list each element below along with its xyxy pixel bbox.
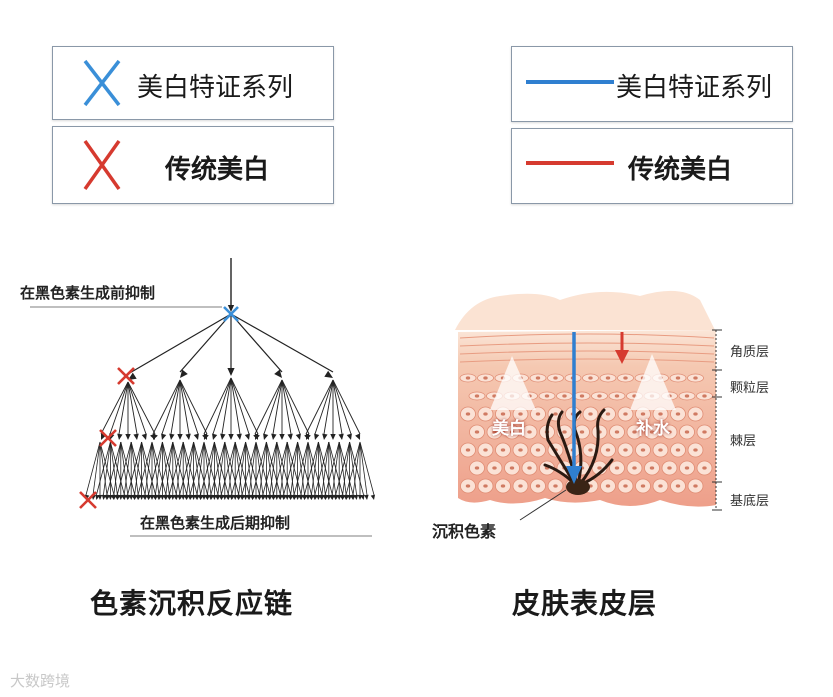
blue-line-icon bbox=[526, 80, 614, 84]
left-caption: 色素沉积反应链 bbox=[90, 587, 294, 620]
whitening-label: 美白 bbox=[492, 419, 526, 439]
hydration-label: 补水 bbox=[636, 419, 670, 439]
layer-stratum-granulosum: 颗粒层 bbox=[730, 381, 770, 396]
legend-right-red: 传统美白 bbox=[511, 128, 793, 204]
legend-left-blue: 美白特证系列 bbox=[52, 46, 334, 120]
right-caption: 皮肤表皮层 bbox=[512, 587, 658, 620]
pre-inhibition-label: 在黑色素生成前抑制 bbox=[20, 284, 156, 302]
legend-label: 美白特证系列 bbox=[616, 73, 773, 103]
legend-right-blue: 美白特证系列 bbox=[511, 46, 793, 122]
legend-label: 传统美白 bbox=[628, 155, 733, 185]
legend-label: 美白特证系列 bbox=[137, 73, 294, 103]
legend-label: 传统美白 bbox=[165, 155, 270, 185]
post-inhibition-label: 在黑色素生成后期抑制 bbox=[140, 514, 291, 532]
blue-x-icon bbox=[83, 59, 121, 107]
legend-left-red: 传统美白 bbox=[52, 126, 334, 204]
red-line-icon bbox=[526, 161, 614, 165]
red-x-icon bbox=[83, 139, 121, 191]
layer-stratum-spinosum: 棘层 bbox=[730, 434, 757, 449]
deposit-label: 沉积色素 bbox=[432, 522, 497, 541]
layer-stratum-corneum: 角质层 bbox=[730, 345, 770, 360]
watermark: 大数跨境 bbox=[10, 672, 71, 690]
layer-stratum-basale: 基底层 bbox=[730, 494, 770, 509]
